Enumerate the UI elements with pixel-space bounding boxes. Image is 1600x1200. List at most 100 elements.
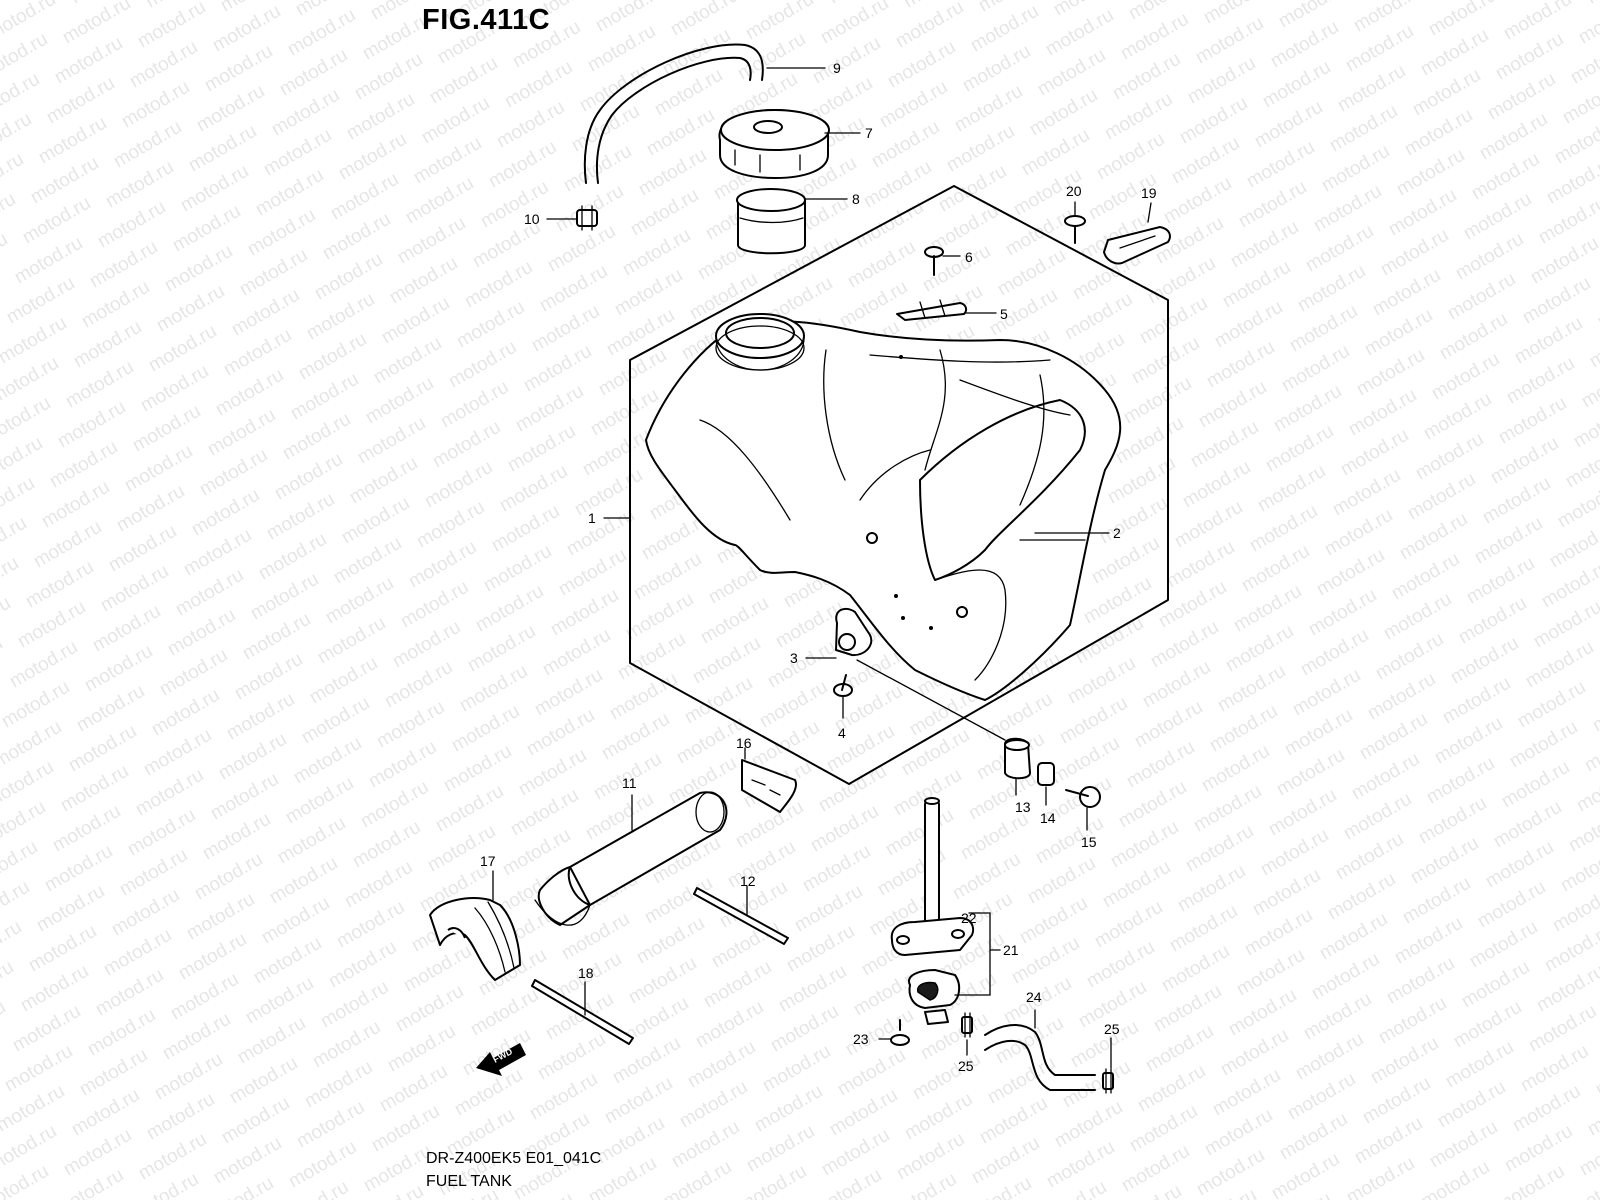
screw-6[interactable] [924, 246, 944, 276]
watermark-text: motod.ru [1359, 1073, 1434, 1129]
bolt-20[interactable] [1064, 215, 1086, 244]
watermark-text: motod.ru [252, 165, 327, 221]
watermark-text: motod.ru [1455, 593, 1530, 649]
band-12[interactable] [693, 887, 789, 945]
hose-clamp[interactable] [576, 205, 598, 231]
fuel-valve[interactable] [890, 797, 975, 1025]
fuel-tank-vent-hose[interactable] [583, 43, 764, 184]
callout-25-right: 25 [1104, 1021, 1120, 1037]
callout-24: 24 [1026, 989, 1042, 1005]
watermark-text: motod.ru [129, 401, 204, 457]
watermark-text: motod.ru [477, 177, 552, 233]
watermark-text: motod.ru [1190, 781, 1265, 837]
watermark-text: motod.ru [1166, 901, 1241, 957]
watermark-text: motod.ru [1144, 253, 1219, 309]
watermark-text: motod.ru [1115, 777, 1190, 833]
watermark-text: motod.ru [1409, 65, 1484, 121]
watermark-text: motod.ru [1008, 933, 1083, 989]
fuel-hose[interactable] [984, 1024, 1096, 1076]
watermark-text: motod.ru [370, 333, 445, 389]
watermark-text: motod.ru [263, 489, 338, 545]
watermark-text: motod.ru [1527, 233, 1600, 289]
watermark-text: motod.ru [1061, 289, 1136, 345]
watermark-text: motod.ru [188, 485, 263, 541]
watermark-text: motod.ru [676, 1077, 751, 1133]
watermark-text: motod.ru [143, 1089, 218, 1145]
spacer[interactable] [1037, 762, 1055, 786]
fuel-tank[interactable] [645, 313, 1122, 701]
watermark-text: motod.ru [635, 145, 710, 201]
watermark-text: motod.ru [1193, 1145, 1268, 1200]
watermark-text: motod.ru [1241, 905, 1316, 961]
watermark-text: motod.ru [290, 733, 365, 789]
filler-neck-collar[interactable] [736, 188, 806, 255]
heat-insulator[interactable] [534, 791, 728, 926]
watermark-text: motod.ru [349, 817, 424, 873]
watermark-text: motod.ru [1270, 381, 1345, 437]
watermark-text: motod.ru [1198, 741, 1273, 797]
watermark-text: motod.ru [523, 705, 598, 761]
watermark-text: motod.ru [1471, 513, 1546, 569]
watermark-text: motod.ru [384, 1021, 459, 1077]
callout-6: 6 [965, 249, 973, 265]
watermark-text: motod.ru [38, 477, 113, 533]
watermark-text: motod.ru [520, 341, 595, 397]
watermark-text: motod.ru [1171, 497, 1246, 553]
fuel-tank-cap[interactable] [718, 109, 830, 179]
tank-strap[interactable] [1103, 226, 1171, 265]
watermark-text: motod.ru [268, 85, 343, 141]
watermark-text: motod.ru [276, 45, 351, 101]
watermark-text: motod.ru [809, 33, 884, 89]
heat-shield-holder[interactable] [741, 759, 797, 813]
watermark-text: motod.ru [410, 133, 485, 189]
watermark-text: motod.ru [1498, 757, 1573, 813]
callout-2: 2 [1113, 525, 1121, 541]
watermark-text: motod.ru [1123, 737, 1198, 793]
mounting-plate[interactable] [835, 607, 873, 657]
watermark-text: motod.ru [1018, 125, 1093, 181]
watermark-text: motod.ru [1142, 1021, 1217, 1077]
callout-10: 10 [524, 211, 540, 227]
watermark-text: motod.ru [1447, 633, 1522, 689]
watermark-text: motod.ru [1484, 69, 1559, 125]
watermark-text: motod.ru [512, 381, 587, 437]
watermark-text: motod.ru [1064, 653, 1139, 709]
watermark-text: motod.ru [1583, 0, 1600, 8]
watermark-text: motod.ru [994, 245, 1069, 301]
watermark-text: motod.ru [734, 29, 809, 85]
callout-9: 9 [833, 60, 841, 76]
watermark-text: motod.ru [860, 157, 935, 213]
watermark-text: motod.ru [1396, 509, 1471, 565]
watermark-text: motod.ru [984, 1053, 1059, 1109]
watermark-text: motod.ru [145, 321, 220, 377]
screw-23[interactable] [890, 1019, 910, 1046]
hose-clip-left[interactable] [961, 1012, 973, 1038]
watermark-text: motod.ru [1262, 421, 1337, 477]
watermark-text: motod.ru [250, 933, 325, 989]
hose-clip-right[interactable] [1102, 1068, 1114, 1094]
watermark-text: motod.ru [1289, 665, 1364, 721]
watermark-text: motod.ru [627, 185, 702, 241]
watermark-text: motod.ru [1026, 85, 1101, 141]
cushion[interactable] [1004, 737, 1031, 780]
watermark-text: motod.ru [547, 585, 622, 641]
section-name: FUEL TANK [426, 1173, 512, 1190]
watermark-text: motod.ru [1383, 953, 1458, 1009]
watermark-text: motod.ru [132, 765, 207, 821]
watermark-text: motod.ru [236, 245, 311, 301]
watermark-text: motod.ru [1112, 413, 1187, 469]
band-18[interactable] [531, 979, 634, 1045]
heat-shield-17[interactable] [429, 897, 521, 981]
tank-bracket[interactable] [896, 299, 968, 321]
watermark-text: motod.ru [17, 961, 92, 1017]
watermark-text: motod.ru [1492, 29, 1567, 85]
watermark-text: motod.ru [1048, 733, 1123, 789]
watermark-text: motod.ru [539, 625, 614, 681]
watermark-text: motod.ru [817, 0, 892, 48]
bolt-15[interactable] [1065, 786, 1101, 808]
watermark-text: motod.ru [113, 481, 188, 537]
watermark-text: motod.ru [783, 921, 858, 977]
watermark-text: motod.ru [365, 737, 440, 793]
bolt-4[interactable] [833, 674, 853, 697]
